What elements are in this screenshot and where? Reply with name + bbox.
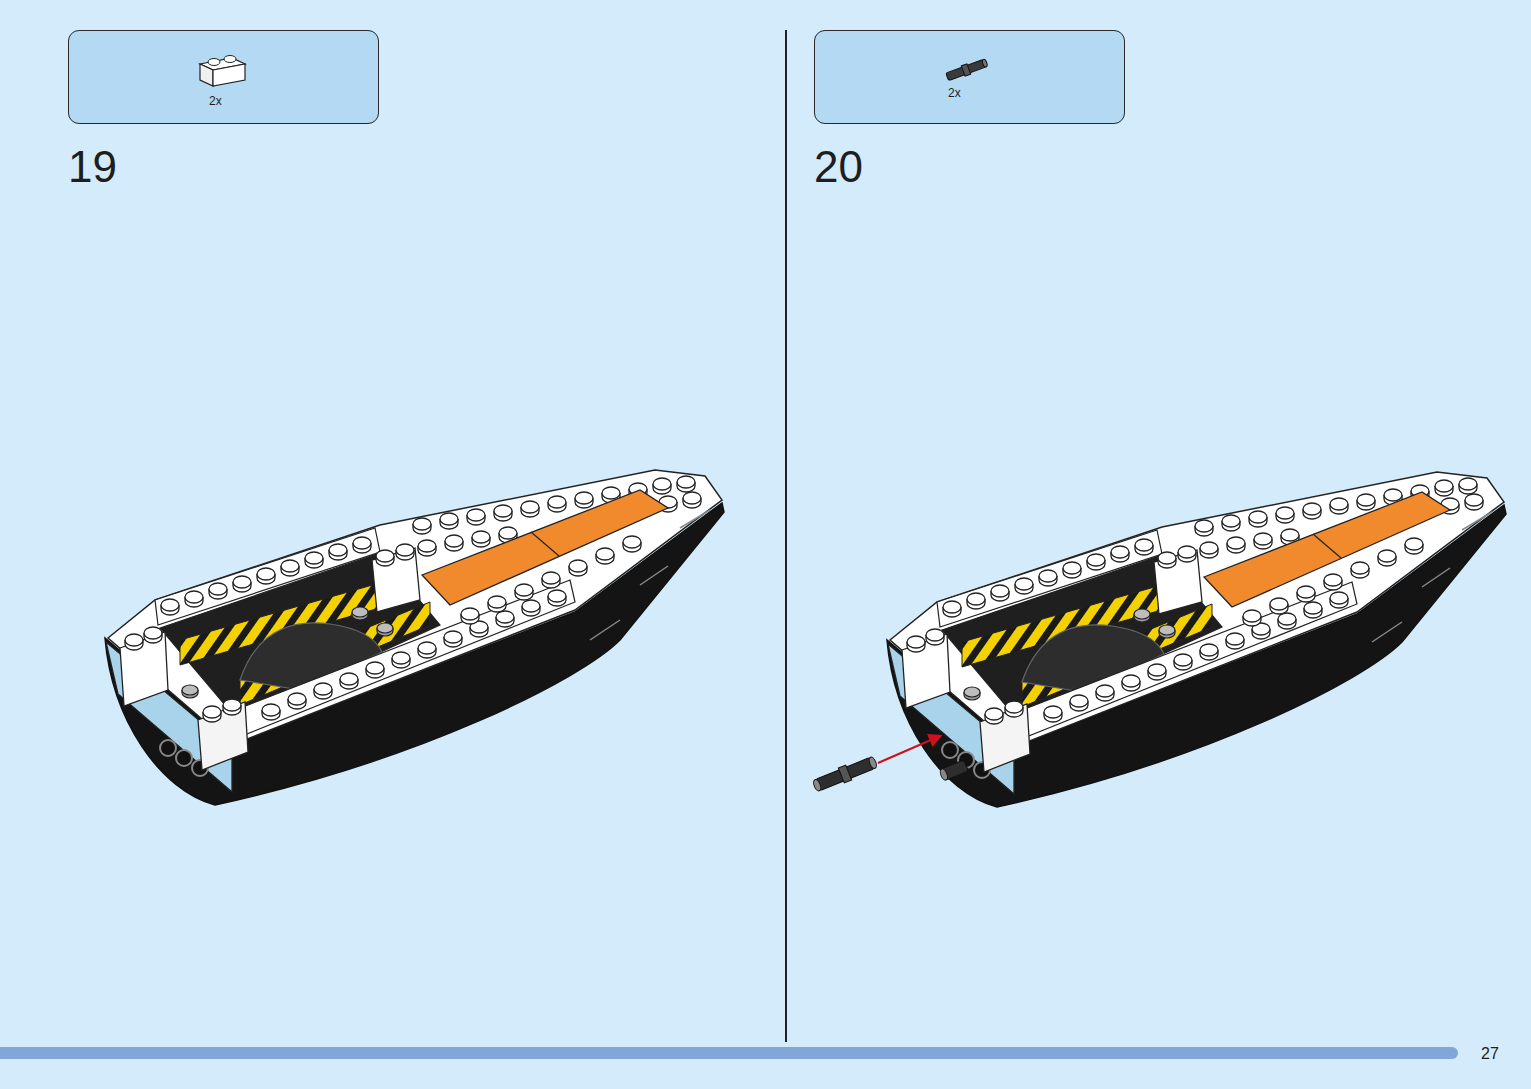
callout-fill [814,30,1125,124]
part-callout: 2x [68,30,379,124]
pin-icon [945,57,988,82]
part-count: 2x [209,94,222,108]
part-count: 2x [948,86,961,100]
pin-part [939,760,969,781]
step-number: 20 [814,143,863,191]
boat-model [887,472,1506,807]
page-bar [0,1047,1458,1059]
page-number: 27 [1481,1045,1499,1063]
brick-icon [200,56,245,87]
divider [785,30,787,1042]
part-callout: 2x [814,30,1125,124]
insert-arrow [878,736,940,763]
step-number: 19 [68,143,117,191]
boat-model [105,470,724,805]
pin-part [811,754,878,794]
callout-fill [68,30,379,124]
